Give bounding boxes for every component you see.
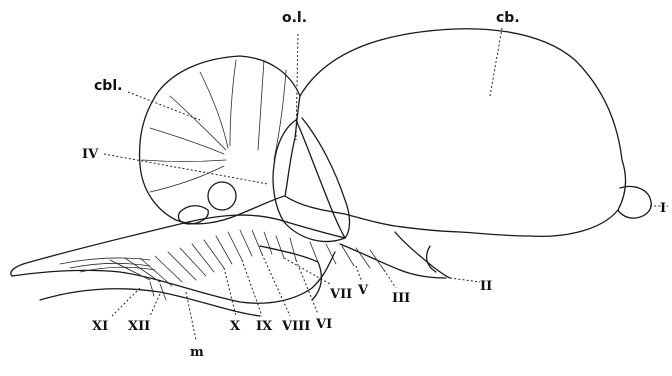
spinal-cord-outline — [40, 289, 260, 316]
leader-xii — [150, 294, 160, 316]
ventral-brainstem-bulge — [260, 246, 321, 300]
ventral-nerve-sheath — [340, 244, 446, 278]
cerebrum-outline — [285, 29, 625, 237]
leader-cbl — [128, 92, 200, 120]
label-nerve-x: X — [230, 319, 241, 334]
optic-lobe-groove — [302, 118, 350, 238]
label-nerve-vii: VII — [329, 287, 352, 302]
leader-viii — [262, 254, 290, 316]
cerebellar-fold — [258, 60, 264, 150]
leader-iv — [104, 154, 268, 184]
leader-iii — [384, 270, 396, 288]
olfactory-lobe-outline — [618, 186, 651, 218]
leader-vi — [296, 260, 318, 314]
label-nerve-v: V — [357, 283, 369, 298]
leader-ii — [450, 278, 480, 282]
label-nerve-xi: XI — [92, 319, 108, 334]
label-cerebrum: cb. — [496, 10, 520, 26]
label-nerve-viii: VIII — [281, 319, 310, 334]
cerebellar-fold — [150, 128, 224, 154]
label-nerve-ii: II — [480, 279, 492, 294]
label-cerebellum: cbl. — [94, 78, 122, 94]
cerebellar-fold — [142, 160, 226, 162]
cerebellum-outline — [140, 56, 300, 224]
leader-vii — [284, 258, 330, 284]
label-nerve-xii: XII — [128, 319, 150, 334]
leader-ix — [242, 260, 262, 316]
label-m: m — [190, 345, 204, 360]
label-olfactory-lobe: o.l. — [282, 10, 307, 26]
label-nerve-iv: IV — [82, 147, 99, 162]
label-nerve-ix: IX — [256, 319, 273, 334]
leader-xi — [112, 288, 140, 316]
cerebellar-fold — [170, 96, 226, 150]
label-nerve-i: I — [660, 201, 666, 216]
leader-cb — [490, 28, 502, 96]
cerebellar-fold — [150, 166, 224, 192]
optic-lobe-outline — [273, 120, 345, 241]
flocculus-outline — [208, 182, 236, 210]
label-nerve-iii: III — [392, 291, 410, 306]
label-nerve-vi: VI — [315, 317, 332, 332]
medulla-upper-outline — [11, 215, 345, 276]
cerebellar-fold — [200, 72, 228, 148]
leader-v — [356, 266, 362, 282]
cerebellar-fold — [230, 60, 236, 146]
cerebellar-fold — [274, 70, 286, 160]
